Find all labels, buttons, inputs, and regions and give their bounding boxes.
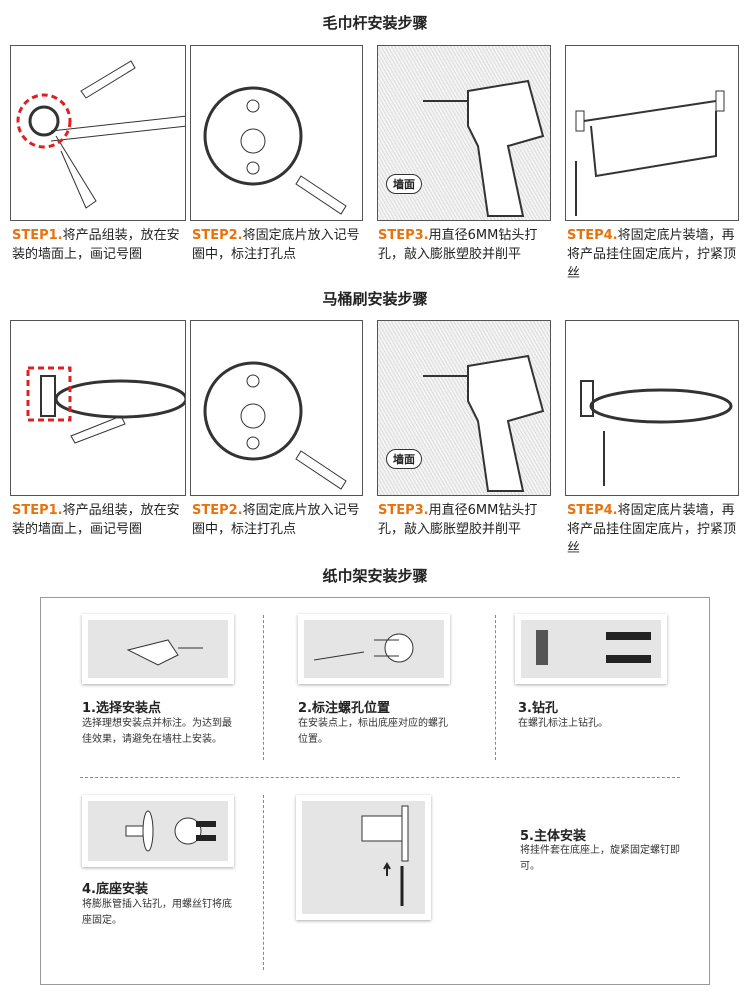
brush-step1-caption: STEP1.将产品组装，放在安装的墙面上，画记号圈	[12, 503, 180, 537]
towel-step4-image	[565, 45, 739, 221]
paper-holder-panel	[40, 597, 710, 985]
towel-step2-caption: STEP2.将固定底片放入记号圈中，标注打孔点	[192, 228, 360, 262]
paper-step4-image	[82, 795, 234, 867]
brush-step3-image: 墙面	[377, 320, 551, 496]
towel-step1-image	[10, 45, 186, 221]
towel-step1-caption: STEP1.将产品组装，放在安装的墙面上，画记号圈	[12, 228, 180, 262]
paper-step5-image	[296, 795, 431, 920]
paper-step4-title: 4.底座安装	[82, 882, 148, 897]
paper-step3-title: 3.钻孔	[518, 701, 558, 716]
brush-step1-image	[10, 320, 186, 496]
paper-step2-title: 2.标注螺孔位置	[298, 701, 390, 716]
brush-step2-image	[190, 320, 363, 496]
towel-step3-caption: STEP3.用直径6MM钻头打孔，敲入膨胀塑胶并削平	[378, 228, 538, 262]
paper-step1-text: 选择理想安装点并标注。为达到最佳效果，请避免在墙柱上安装。	[82, 718, 232, 745]
paper-step2-image	[298, 614, 450, 684]
brush-step4-caption: STEP4.将固定底片装墙，再将产品挂住固定底片，拧紧顶丝	[567, 503, 737, 556]
paper-step3-image	[515, 614, 667, 684]
paper-step5-title: 5.主体安装	[520, 829, 586, 844]
paper-step2-text: 在安装点上，标出底座对应的螺孔位置。	[298, 718, 448, 745]
paper-step1-title: 1.选择安装点	[82, 701, 161, 716]
brush-step4-image	[565, 320, 739, 496]
towel-step4-caption: STEP4.将固定底片装墙，再将产品挂住固定底片，拧紧顶丝	[567, 228, 737, 281]
towel-step3-image: 墙面	[377, 45, 551, 221]
paper-step4-text: 将膨胀管插入钻孔，用螺丝钉将底座固定。	[82, 899, 232, 926]
paper-step3-text: 在螺孔标注上钻孔。	[518, 718, 608, 729]
section-title-toilet-brush: 马桶刷安装步骤	[322, 290, 428, 308]
section-title-paper-holder: 纸巾架安装步骤	[322, 567, 428, 585]
towel-step2-image	[190, 45, 363, 221]
wall-label: 墙面	[386, 449, 422, 469]
paper-step5-text: 将挂件套在底座上，旋紧固定螺钉即可。	[520, 845, 680, 872]
section-title-towel-bar: 毛巾杆安装步骤	[322, 14, 428, 32]
brush-step2-caption: STEP2.将固定底片放入记号圈中，标注打孔点	[192, 503, 360, 537]
brush-step3-caption: STEP3.用直径6MM钻头打孔，敲入膨胀塑胶并削平	[378, 503, 538, 537]
wall-label: 墙面	[386, 174, 422, 194]
paper-step1-image	[82, 614, 234, 684]
